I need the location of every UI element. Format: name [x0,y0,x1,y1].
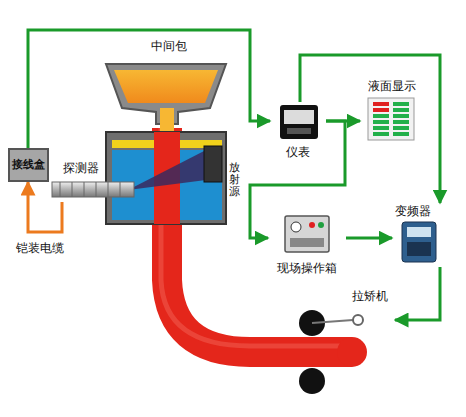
junction-box: 接线盒 [8,148,49,182]
ring [96,182,97,197]
nozzle-stream [160,108,174,132]
signal-line [300,55,440,203]
ring [120,182,121,197]
signal-line [395,267,440,320]
meter-node: 仪表 [270,102,326,162]
node-label: 拉矫机 [352,290,388,304]
level-display-symbol [368,98,414,140]
ring [60,182,61,197]
node-label: 探测器 [63,162,99,176]
meter-panel [287,128,311,134]
led [373,120,389,124]
led [393,126,409,130]
ring [108,182,109,197]
motor-symbol [353,315,363,325]
meter-symbol [280,105,318,139]
led-bars [373,102,409,136]
led [393,132,409,136]
led [373,114,389,118]
signal-line [28,30,270,148]
tundish-label: 中间包 [151,40,187,54]
node-label: 现场操作箱 [277,262,337,276]
operation-box-symbol [285,216,329,252]
signal-line [28,182,62,232]
led [373,102,389,106]
dial [291,222,301,232]
inverter-symbol [402,222,436,262]
node-label: 液面显示 [368,80,416,94]
button-green [318,222,324,228]
led [393,108,409,112]
roller [299,368,325,394]
source-label: 放射源 [229,162,240,198]
strand-end [337,337,367,367]
led [373,108,389,112]
meter-screen [284,110,314,124]
led [373,126,389,130]
signal-line [346,237,392,240]
drive-shaft [312,320,353,323]
switch-row [290,238,324,247]
led [393,102,409,106]
mold-copper [112,140,154,148]
level-display-node: 液面显示 [360,78,424,142]
signal-line [250,121,345,238]
button-red [309,222,315,228]
cable-label: 铠装电缆 [16,242,64,256]
ring [72,182,73,197]
straightener-node: 拉矫机 [345,288,395,332]
detector-node: 探测器 [50,160,112,202]
inverter-node: 变频器 [392,203,452,267]
detector-rings [60,182,120,197]
radiation-beam [128,150,206,190]
inverter-screen [407,227,431,237]
operation-box-node: 现场操作箱 [268,212,346,278]
source-symbol [204,146,222,182]
led [373,132,389,136]
node-label: 变频器 [395,205,431,219]
inverter-keypad [407,242,431,256]
node-label: 仪表 [286,146,310,160]
node-label: 接线盒 [12,159,45,172]
detector-symbol [52,182,134,197]
mold-frame [106,132,226,224]
ring [84,182,85,197]
led [393,120,409,124]
tundish-steel [114,70,218,103]
led [393,114,409,118]
